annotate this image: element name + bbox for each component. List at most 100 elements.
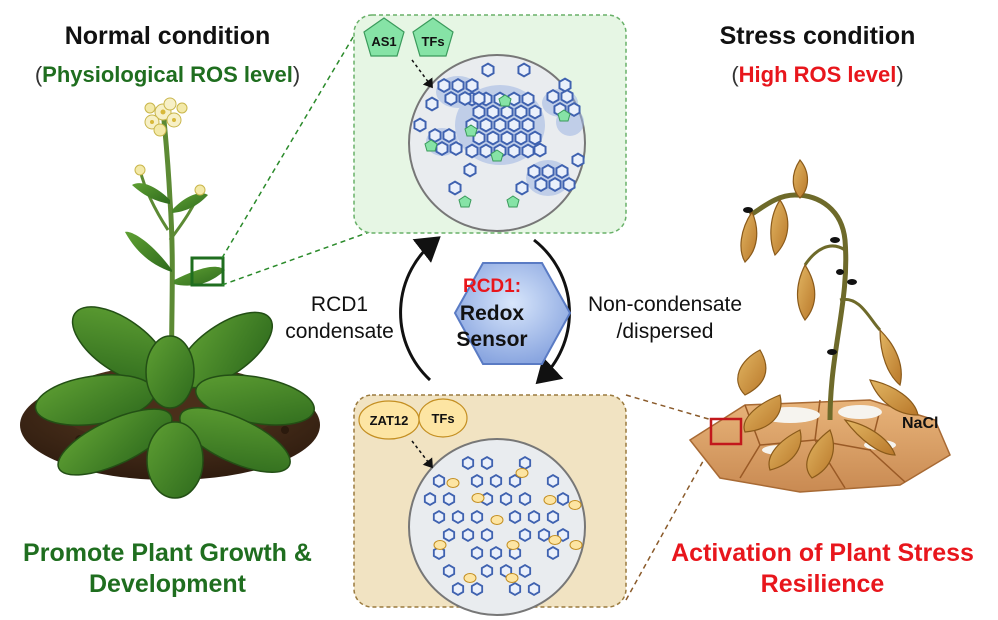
rcd1-molecule: [537, 528, 551, 542]
zat12-label: ZAT12: [370, 413, 409, 428]
rcd1-molecule: [470, 510, 484, 524]
condensate-label-line-2: condensate: [285, 320, 394, 343]
rcd1-molecule: [518, 564, 532, 578]
flower-cluster: [134, 97, 206, 196]
tfs-label-top: TFs: [421, 34, 444, 49]
resilience-outcome-line-2: Resilience: [760, 570, 885, 598]
rcd1-molecule: [517, 62, 531, 78]
rcd1-molecule: [486, 130, 500, 146]
rcd1-molecule: [521, 91, 535, 107]
condensate-arrow-label: RCD1 condensate: [272, 291, 407, 345]
zoom-line-right-bottom: [625, 444, 713, 601]
tfs-pentagon-top: [412, 17, 454, 57]
rcd1-molecule: [451, 510, 465, 524]
rosette-leaves: [34, 306, 315, 499]
rcd1-molecule: [435, 141, 449, 156]
rcd1-molecule: [546, 510, 560, 524]
rcd1-molecule: [508, 582, 522, 596]
rcd1-molecule: [432, 474, 446, 488]
rcd1-molecule: [423, 492, 437, 506]
stressed-plant-illustration: NaCl: [688, 158, 951, 493]
rcd1-molecule: [442, 492, 456, 506]
zoom-line-bottom: [221, 229, 376, 286]
rcd1-molecule: [546, 474, 560, 488]
growth-outcome-label: Promote Plant Growth & Development: [0, 538, 335, 600]
growth-outcome-line-1: Promote Plant Growth &: [23, 539, 312, 567]
redox-label: Redox: [460, 302, 525, 325]
rcd1-molecule: [489, 546, 503, 560]
normal-condition-title: Normal condition: [64, 22, 271, 50]
rcd1-molecule: [562, 177, 576, 192]
rcd1-molecule: [518, 492, 532, 506]
as1-molecules: [424, 94, 571, 208]
rcd1-molecule: [489, 474, 503, 488]
condensate-label-line-1: RCD1: [310, 293, 369, 316]
rcd1-molecule: [432, 510, 446, 524]
rcd1-molecule: [507, 117, 521, 133]
dispersed-label-line-1: Non-condensate: [587, 293, 743, 316]
tfs-label-bottom: TFs: [431, 411, 454, 426]
rcd1-molecule: [449, 141, 463, 156]
stress-condition-subtitle: (High ROS level): [731, 62, 904, 87]
rcd1-molecule: [571, 152, 585, 168]
redox-sensor-hexagon: [453, 262, 572, 365]
rcd1-molecule: [534, 177, 548, 192]
rcd1-molecule: [461, 528, 475, 542]
rcd1-molecule: [442, 564, 456, 578]
rcd1-molecule: [413, 117, 427, 133]
dispersed-panel: ZAT12 TFs: [353, 394, 627, 616]
healthy-plant-illustration: [20, 97, 320, 499]
rcd1-molecule: [465, 143, 479, 159]
rcd1-molecule: [470, 546, 484, 560]
nucleus-dispersed: [408, 438, 586, 616]
zoom-line-top: [221, 21, 363, 259]
rcd1-molecule: [528, 104, 542, 120]
rcd1-molecule: [480, 528, 494, 542]
rcd1-molecule: [481, 62, 495, 78]
resilience-outcome-label: Activation of Plant Stress Resilience: [650, 538, 995, 600]
rcd1-molecule: [470, 474, 484, 488]
rcd1-molecule: [472, 104, 486, 120]
rcd1-molecule: [533, 142, 547, 158]
rcd1-molecule: [458, 91, 472, 106]
rcd1-molecule: [500, 130, 514, 146]
rcd1-molecule: [451, 582, 465, 596]
rcd1-molecule: [546, 546, 560, 560]
rcd1-molecule: [528, 130, 542, 146]
rcd1-molecule: [546, 89, 560, 104]
nacl-label: NaCl: [902, 415, 938, 432]
physiological-ros-label: Physiological ROS level: [42, 62, 293, 87]
as1-pentagon: [363, 17, 405, 57]
tfs-ellipse-bottom: [418, 398, 468, 438]
rcd1-molecule: [480, 456, 494, 470]
rcd1-molecule: [527, 164, 541, 179]
rcd1-molecule: [527, 582, 541, 596]
rcd1-molecule: [461, 456, 475, 470]
rcd1-molecule: [500, 104, 514, 120]
rcd1-molecule: [560, 89, 574, 104]
rcd1-molecule: [514, 130, 528, 146]
rcd1-molecule: [451, 78, 465, 93]
rcd1-molecule: [493, 117, 507, 133]
rcd1-molecule: [541, 164, 555, 179]
zat12-molecules: [433, 468, 583, 583]
rcd1-molecule: [479, 143, 493, 159]
rcd1-molecule: [515, 180, 529, 196]
rcd1-molecule: [465, 78, 479, 93]
condensate-cycle-arrow: [399, 236, 441, 382]
dispersed-label-line-2: /dispersed: [616, 320, 714, 343]
rcd1-molecule: [521, 143, 535, 159]
sensor-label: Sensor: [456, 328, 527, 351]
rcd1-molecule: [437, 78, 451, 93]
rcd1-molecule: [470, 582, 484, 596]
as1-label: AS1: [371, 34, 396, 49]
rcd1-molecule: [527, 510, 541, 524]
zoom-line-right-top: [625, 394, 713, 421]
rcd1-molecule: [499, 492, 513, 506]
rcd1-name: RCD1:: [463, 276, 521, 297]
aphids: [743, 207, 857, 355]
dispersal-cycle-arrow: [533, 238, 571, 385]
rcd1-molecule: [518, 528, 532, 542]
rcd1-molecule: [442, 528, 456, 542]
